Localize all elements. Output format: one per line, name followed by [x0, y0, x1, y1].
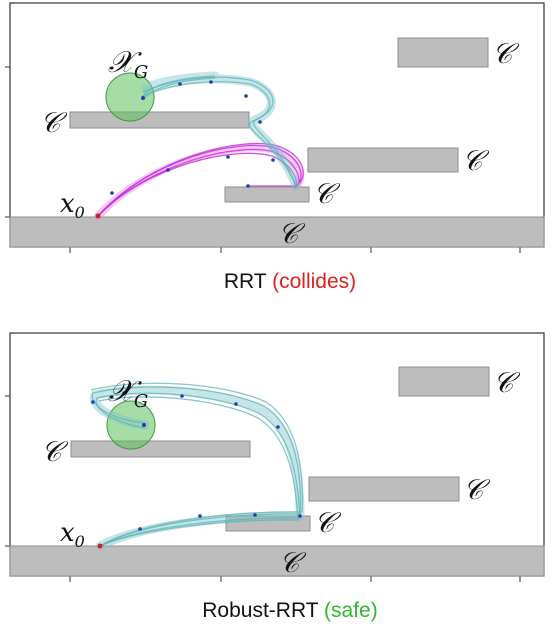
start-label: x0 [60, 518, 85, 551]
tree-node [271, 158, 275, 162]
caption-note: (collides) [272, 270, 356, 293]
obstacle-small [224, 186, 310, 203]
tree-node [298, 514, 302, 518]
tree-node [209, 80, 213, 84]
tree-node [246, 184, 250, 188]
tree-node [141, 96, 145, 100]
caption: RRT (collides) [224, 270, 356, 293]
tree-node [234, 402, 238, 406]
panel-robust-rrt: 𝒳G x0 𝒞 𝒞 𝒞 𝒞 𝒞 Robust-RRT (safe) [5, 332, 545, 622]
caption: Robust-RRT (safe) [202, 599, 377, 622]
tree-node [180, 394, 184, 398]
obstacle-right [307, 147, 459, 173]
panel-rrt: 𝒳G x0 𝒞 𝒞 𝒞 𝒞 𝒞 RRT (collides) [5, 2, 545, 293]
trajectory-colliding [94, 142, 305, 220]
tree-node [253, 513, 257, 517]
obstacle-shelf [70, 440, 251, 458]
tree-node [226, 155, 230, 159]
tree-node [138, 527, 142, 531]
start-point [97, 543, 103, 549]
tree-node [122, 391, 126, 395]
start-point [95, 213, 101, 219]
tree-node [258, 120, 262, 124]
tree-nodes [95, 80, 275, 219]
goal-region [105, 72, 155, 122]
tree-node [142, 423, 146, 427]
tree-node [198, 514, 202, 518]
caption-note: (safe) [324, 599, 378, 622]
trajectory-robust [89, 382, 305, 551]
tree-node [166, 168, 170, 172]
tree-node [276, 425, 280, 429]
start-label: x0 [60, 189, 85, 222]
ground-obstacle [9, 216, 545, 248]
obstacle-top-right [398, 366, 490, 397]
obstacle-top-right [397, 37, 489, 68]
obstacle-shelf [69, 111, 250, 129]
tree-node [244, 94, 248, 98]
ground-obstacle [9, 545, 545, 577]
obstacle-right [308, 476, 460, 502]
tree-node [178, 82, 182, 86]
trajectory-safe-part [140, 71, 301, 191]
tree-node [110, 191, 114, 195]
tree-nodes [91, 391, 302, 549]
tree-node [91, 400, 95, 404]
